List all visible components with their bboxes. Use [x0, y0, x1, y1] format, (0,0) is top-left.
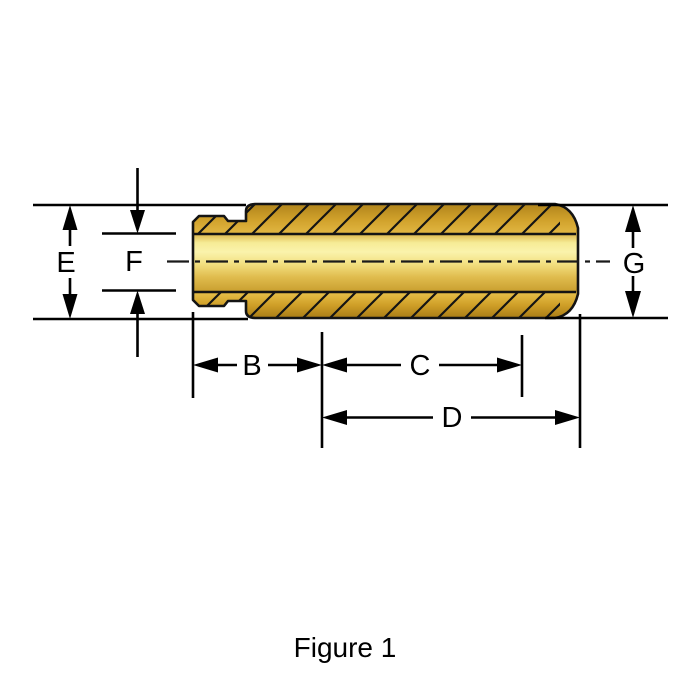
part-valve-guide: [167, 202, 610, 320]
dim-b-arrow-left: [193, 357, 218, 373]
dim-f-arrow-down: [130, 210, 145, 234]
dim-label-d: D: [442, 402, 463, 434]
dim-b: B: [193, 350, 322, 382]
dim-e: E: [33, 203, 248, 321]
dim-g: G: [538, 203, 668, 320]
dim-f: F: [102, 168, 176, 357]
hatch-top: [193, 204, 560, 234]
dimensions: E F G B: [33, 168, 668, 448]
dim-e-arrow-down: [62, 294, 78, 319]
dim-label-g: G: [623, 248, 646, 280]
dim-d-arrow-right: [555, 410, 580, 425]
dim-c-arrow-right: [497, 357, 522, 373]
dim-c: C: [322, 350, 522, 382]
dim-g-arrow-down: [625, 291, 641, 318]
dim-label-f: F: [125, 246, 143, 278]
dim-f-arrow-up: [130, 290, 145, 314]
figure-caption: Figure 1: [294, 632, 397, 663]
dim-g-arrow-up: [625, 205, 641, 232]
dim-label-c: C: [410, 350, 431, 382]
dim-label-b: B: [242, 350, 261, 382]
dim-d: D: [322, 402, 580, 434]
dim-b-arrow-right: [297, 357, 322, 373]
dim-d-arrow-left: [322, 410, 347, 425]
dim-c-arrow-left: [322, 357, 347, 373]
dim-label-e: E: [56, 247, 75, 279]
dim-e-arrow-up: [62, 205, 78, 230]
part-outline: [191, 202, 580, 320]
hatch-bottom: [193, 292, 560, 318]
